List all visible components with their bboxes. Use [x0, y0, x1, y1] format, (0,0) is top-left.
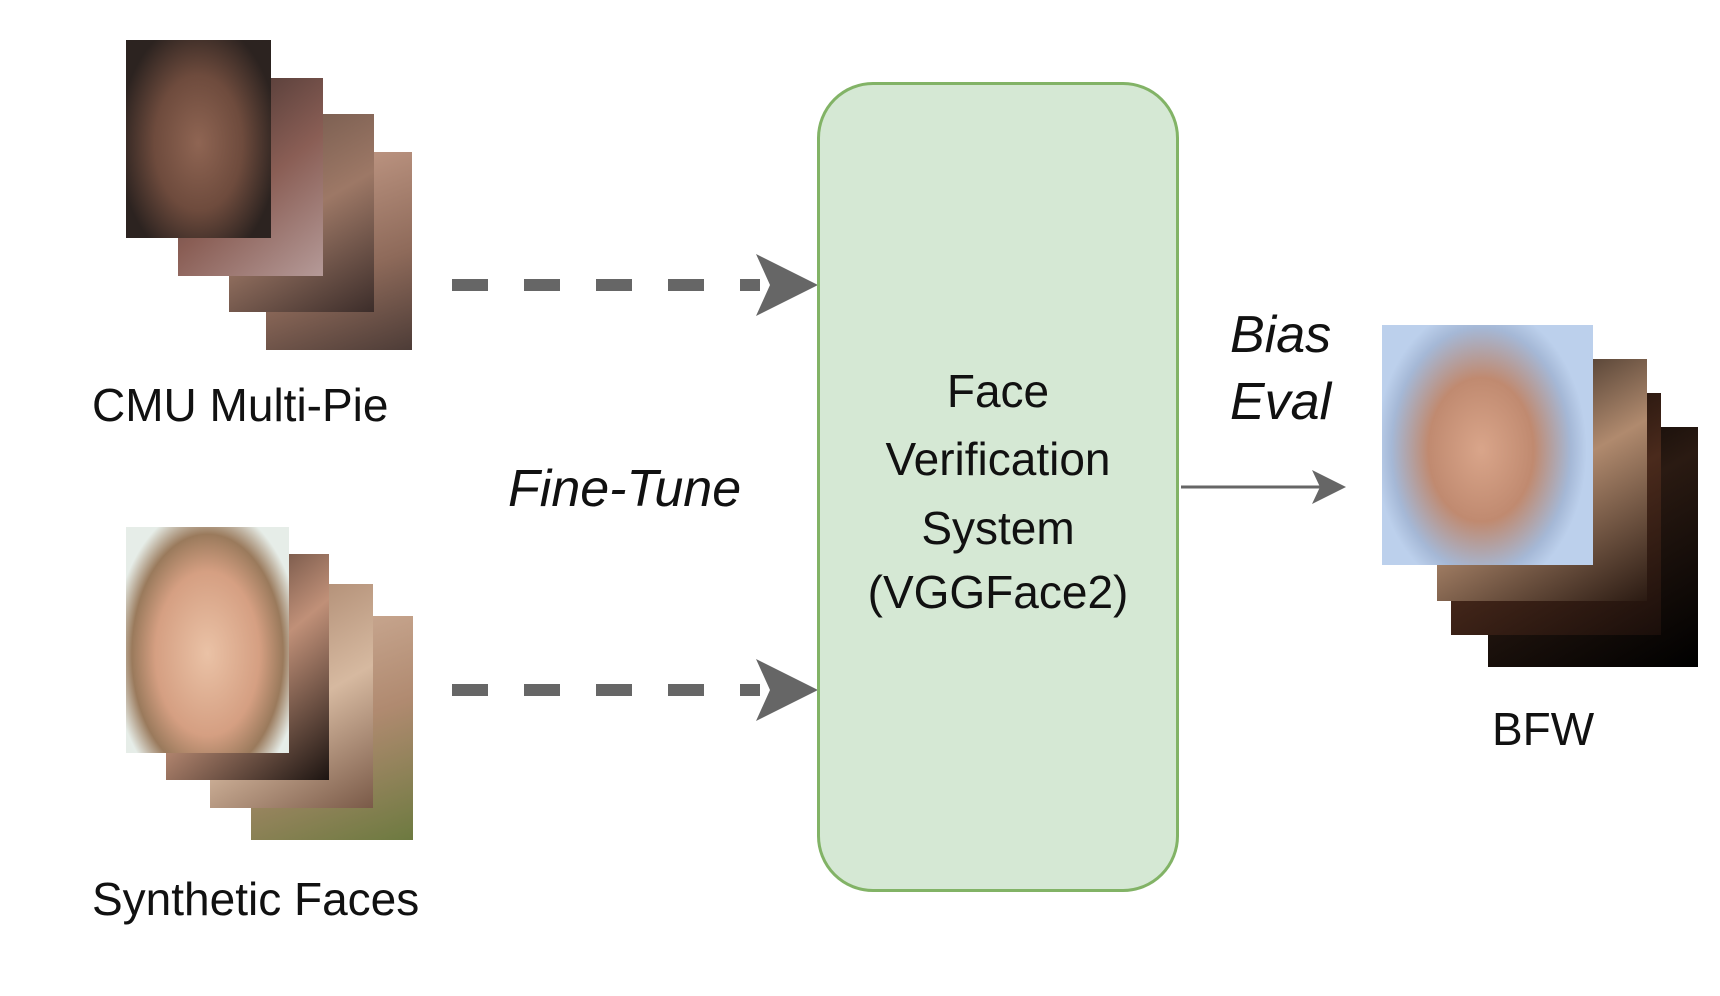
finetune-arrow-bottom	[452, 659, 818, 721]
face-verification-system-box	[817, 82, 1179, 892]
bias-eval-label-line-2: Eval	[1230, 373, 1332, 431]
bias-eval-arrow	[1181, 470, 1346, 504]
system-label-line-4: (VGGFace2)	[867, 566, 1129, 618]
synthetic-face-photo	[126, 527, 289, 753]
bfw-face-photo	[1382, 325, 1593, 565]
synthetic-faces-label: Synthetic Faces	[92, 873, 420, 925]
system-label-line-3: System	[921, 502, 1075, 554]
bfw-label: BFW	[1492, 703, 1595, 755]
finetune-arrow-top	[452, 254, 818, 316]
cmu-multipie-label: CMU Multi-Pie	[92, 379, 389, 431]
bias-eval-label-line-1: Bias	[1230, 306, 1332, 364]
cmu-face-photo	[126, 40, 271, 238]
system-label-line-1: Face	[946, 365, 1050, 417]
finetune-label: Fine-Tune	[508, 460, 742, 518]
system-label-line-2: Verification	[885, 433, 1111, 485]
